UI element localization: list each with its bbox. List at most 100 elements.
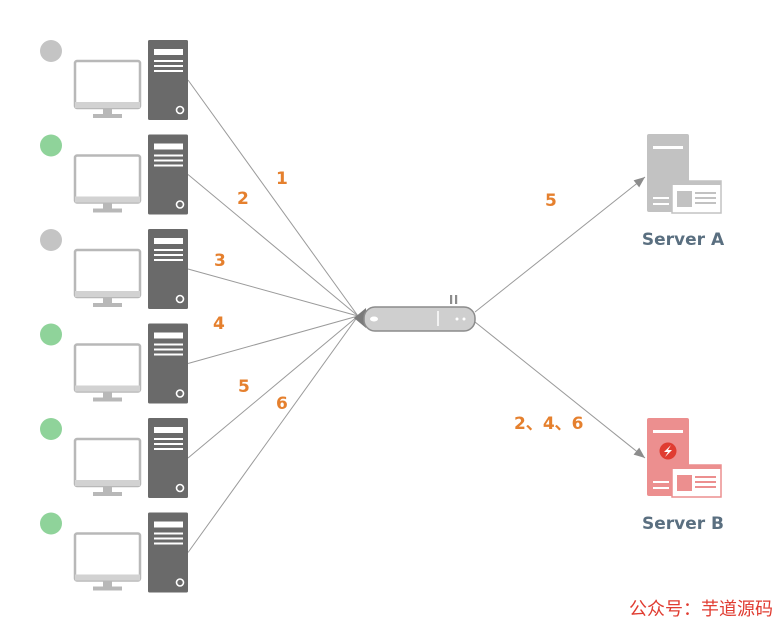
server-b-slot	[653, 487, 669, 489]
tower-drive	[154, 49, 183, 55]
web-page-icon-line	[695, 486, 716, 488]
route-labels: 1 2 3 4 5 6 5 2、4、6	[213, 169, 584, 434]
client-4	[40, 323, 188, 404]
monitor-stand	[103, 487, 112, 492]
server-b-slot	[653, 430, 683, 433]
route-label-1: 1	[276, 169, 288, 189]
tower-vent	[154, 154, 183, 157]
tower-vent	[154, 353, 183, 356]
monitor-stand	[103, 581, 112, 587]
client-3	[40, 229, 188, 309]
monitor-stand	[103, 392, 112, 398]
server-a-route-label: 5	[545, 191, 557, 211]
monitor-base	[93, 114, 122, 118]
tower-vent	[154, 532, 183, 535]
tower-vent	[154, 254, 183, 256]
server-a-connection-line	[474, 176, 646, 313]
tower-drive	[154, 332, 183, 339]
status-dot-icon	[40, 40, 62, 62]
route-label-2: 2	[237, 189, 249, 209]
status-dot-icon	[40, 512, 62, 535]
web-page-icon-line	[695, 197, 716, 199]
web-page-icon-image	[677, 191, 692, 207]
monitor-base	[93, 303, 122, 307]
monitor-icon	[73, 437, 142, 488]
server-a-label: Server A	[642, 230, 725, 250]
tower-drive	[154, 521, 183, 528]
server-a-slot	[653, 197, 669, 199]
tower-vent	[154, 60, 183, 62]
web-page-icon-line	[695, 192, 716, 194]
tower-vent	[154, 542, 183, 545]
tower-vent	[154, 164, 183, 167]
arrowhead-icon	[633, 177, 645, 188]
server-b-slot	[653, 481, 669, 483]
route-label-6: 6	[276, 394, 288, 414]
balancer-led	[370, 316, 378, 322]
tower-vent	[154, 448, 183, 450]
server-b-route-label: 2、4、6	[514, 414, 584, 434]
balancer-antenna	[450, 295, 453, 304]
monitor-icon	[73, 532, 142, 582]
tower-drive	[154, 427, 183, 433]
tower-vent	[154, 70, 183, 72]
client-5	[40, 418, 188, 498]
balancer-body	[363, 306, 476, 332]
server-a: Server A	[642, 134, 725, 250]
monitor-bezel	[75, 291, 140, 297]
server-b-connection-line	[474, 321, 646, 459]
web-page-icon-line	[695, 202, 716, 204]
client-1	[40, 40, 188, 120]
balancer-port-icon	[462, 317, 466, 321]
balancer-connector-icon	[354, 308, 366, 328]
tower-vent	[154, 443, 183, 445]
web-page-icon-line	[695, 476, 716, 478]
monitor-base	[93, 208, 122, 213]
arrowhead-icon	[633, 447, 645, 458]
server-b-label: Server B	[642, 514, 724, 534]
status-dot-icon	[40, 323, 62, 346]
power-button-icon	[175, 389, 185, 398]
monitor-bezel	[75, 196, 140, 203]
power-button-icon	[175, 105, 185, 115]
route-label-3: 3	[214, 251, 226, 271]
power-button-icon	[175, 483, 185, 493]
balancer-antenna	[455, 295, 458, 304]
web-page-icon-bar	[672, 181, 721, 185]
client-group	[40, 40, 188, 593]
tower-vent	[154, 249, 183, 251]
monitor-base	[93, 492, 122, 496]
monitor-stand	[103, 203, 112, 209]
server-b: Server B	[642, 418, 724, 534]
tower-vent	[154, 348, 183, 351]
status-dot-icon	[40, 134, 62, 157]
server-a-slot	[653, 146, 683, 149]
client-connection-line	[187, 315, 359, 553]
client-connection-line	[187, 174, 359, 317]
web-page-icon-bar	[672, 465, 721, 469]
power-button-icon	[175, 578, 185, 587]
tower-drive	[154, 143, 183, 150]
monitor-bezel	[75, 385, 140, 392]
monitor-bezel	[75, 480, 140, 486]
balancer-port-icon	[455, 317, 459, 321]
monitor-icon	[73, 343, 142, 393]
web-page-icon-line	[695, 481, 716, 483]
client-connection-line	[187, 315, 359, 364]
client-connection-line	[187, 268, 359, 317]
monitor-bezel	[75, 574, 140, 581]
client-connection-line	[187, 315, 359, 459]
tower-vent	[154, 159, 183, 162]
tower-vent	[154, 438, 183, 440]
power-button-icon	[175, 294, 185, 304]
web-page-icon-image	[677, 475, 692, 491]
tower-vent	[154, 537, 183, 540]
server-a-slot	[653, 203, 669, 205]
status-dot-icon	[40, 229, 62, 251]
monitor-base	[93, 586, 122, 591]
watermark: 公众号：芋道源码	[629, 599, 773, 620]
client-6	[40, 512, 188, 593]
lightning-icon	[664, 445, 672, 457]
connection-lines	[187, 79, 646, 553]
